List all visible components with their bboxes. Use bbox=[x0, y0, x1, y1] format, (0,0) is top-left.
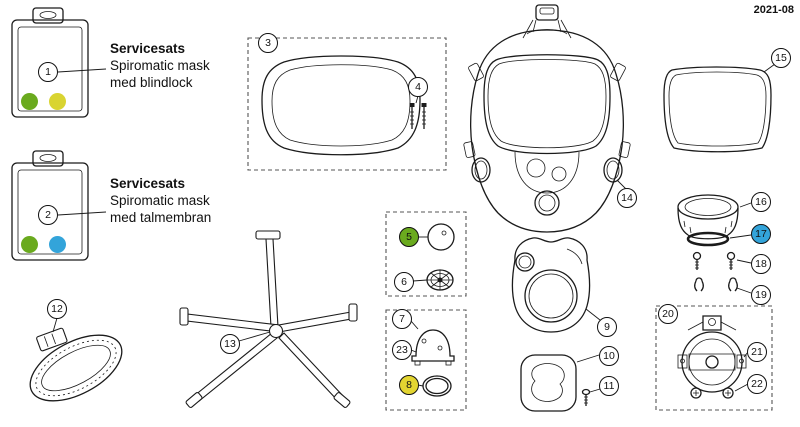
kit-2-label: Servicesats Spiromatic mask med talmembr… bbox=[110, 175, 211, 226]
screw-drawing bbox=[581, 388, 591, 406]
callout-15: 15 bbox=[771, 48, 791, 68]
revision-date: 2021-08 bbox=[753, 4, 794, 16]
callout-1: 1 bbox=[38, 62, 58, 82]
callout-16: 16 bbox=[751, 192, 771, 212]
callout-7-number: 7 bbox=[399, 312, 405, 325]
callout-4-number: 4 bbox=[415, 80, 421, 93]
kit1-yellow-dot bbox=[49, 93, 66, 110]
neck-strap-drawing bbox=[29, 327, 123, 402]
valve-assembly-drawing bbox=[677, 315, 747, 399]
membrane-box bbox=[385, 309, 467, 411]
callout-4: 4 bbox=[408, 77, 428, 97]
callout-20: 20 bbox=[658, 304, 678, 324]
callout-14-number: 14 bbox=[621, 191, 633, 204]
callout-23: 23 bbox=[392, 340, 412, 360]
callout-17: 17 bbox=[751, 224, 771, 244]
inner-mask-drawing bbox=[511, 237, 591, 333]
callout-23-number: 23 bbox=[396, 343, 408, 356]
callout-18-number: 18 bbox=[755, 257, 767, 270]
o-ring-drawing bbox=[422, 375, 452, 397]
callout-13: 13 bbox=[220, 334, 240, 354]
kit2-blue-dot bbox=[49, 236, 66, 253]
callout-2: 2 bbox=[38, 205, 58, 225]
valve-seat-drawing bbox=[426, 269, 454, 291]
head-harness-drawing bbox=[179, 230, 358, 408]
callout-19-number: 19 bbox=[755, 288, 767, 301]
callout-18: 18 bbox=[751, 254, 771, 274]
callout-19: 19 bbox=[751, 285, 771, 305]
callout-6-number: 6 bbox=[401, 275, 407, 288]
callout-22-number: 22 bbox=[751, 377, 763, 390]
fastener-screws-drawing bbox=[692, 251, 736, 270]
spare-visor-drawing bbox=[663, 66, 772, 153]
callout-22: 22 bbox=[747, 374, 767, 394]
callout-3-number: 3 bbox=[265, 36, 271, 49]
callout-21: 21 bbox=[747, 342, 767, 362]
port-cap-drawing bbox=[677, 194, 739, 247]
callout-2-number: 2 bbox=[45, 208, 51, 221]
callout-7: 7 bbox=[392, 309, 412, 329]
kit2-green-dot bbox=[21, 236, 38, 253]
callout-17-number: 17 bbox=[755, 227, 767, 240]
full-face-mask-drawing bbox=[463, 4, 631, 233]
callout-9-number: 9 bbox=[604, 320, 610, 333]
visor-screws-drawing bbox=[409, 103, 427, 129]
gasket-drawing bbox=[520, 354, 577, 412]
callout-14: 14 bbox=[617, 188, 637, 208]
callout-1-number: 1 bbox=[45, 65, 51, 78]
leader-lines bbox=[52, 63, 776, 393]
callout-15-number: 15 bbox=[775, 51, 787, 64]
callout-3: 3 bbox=[258, 33, 278, 53]
kit-1-line2: med blindlock bbox=[110, 75, 193, 90]
speech-membrane-housing-drawing bbox=[411, 329, 455, 366]
callout-8-number: 8 bbox=[406, 378, 412, 391]
kit-1-title: Servicesats bbox=[110, 41, 186, 56]
kit-2-line2: med talmembran bbox=[110, 210, 212, 225]
callout-16-number: 16 bbox=[755, 195, 767, 208]
service-kit-package-2-drawing bbox=[11, 150, 89, 261]
blind-cover-disc-drawing bbox=[427, 223, 455, 251]
callout-5: 5 bbox=[399, 227, 419, 247]
callout-8: 8 bbox=[399, 375, 419, 395]
callout-20-number: 20 bbox=[662, 307, 674, 320]
visor-frame-box bbox=[247, 37, 447, 171]
visor-frame-drawing bbox=[261, 55, 421, 156]
valve-assembly-box bbox=[655, 305, 773, 411]
fastener-clips-drawing bbox=[694, 277, 738, 292]
callout-11-number: 11 bbox=[603, 379, 615, 392]
kit-1-line1: Spiromatic mask bbox=[110, 58, 210, 73]
kit-2-title: Servicesats bbox=[110, 176, 186, 191]
valve-disc-box bbox=[385, 211, 467, 297]
kit-2-line1: Spiromatic mask bbox=[110, 193, 210, 208]
callout-10-number: 10 bbox=[603, 349, 615, 362]
kit1-green-dot bbox=[21, 93, 38, 110]
callout-12: 12 bbox=[47, 299, 67, 319]
callout-12-number: 12 bbox=[51, 302, 63, 315]
callout-6: 6 bbox=[394, 272, 414, 292]
kit-1-label: Servicesats Spiromatic mask med blindloc… bbox=[110, 40, 210, 91]
callout-9: 9 bbox=[597, 317, 617, 337]
callout-5-number: 5 bbox=[406, 230, 412, 243]
callout-10: 10 bbox=[599, 346, 619, 366]
service-kit-package-1-drawing bbox=[11, 7, 89, 118]
callout-21-number: 21 bbox=[751, 345, 763, 358]
callout-13-number: 13 bbox=[224, 337, 236, 350]
callout-11: 11 bbox=[599, 376, 619, 396]
